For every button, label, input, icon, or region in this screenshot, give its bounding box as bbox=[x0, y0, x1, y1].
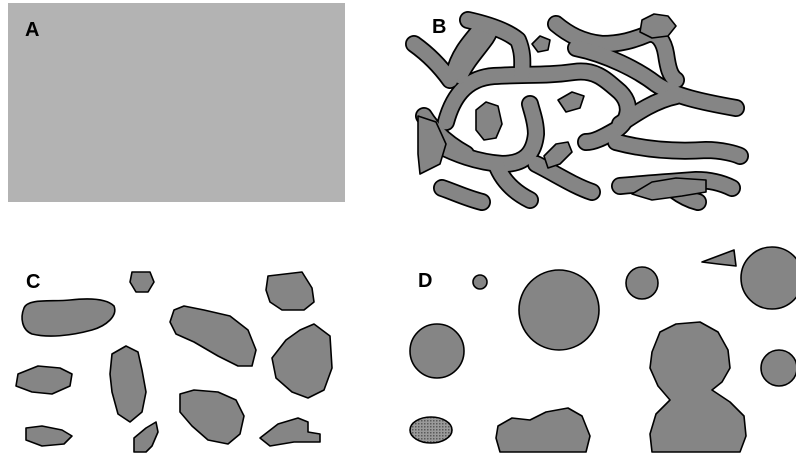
grain-b-2 bbox=[532, 36, 550, 52]
grain-c-1 bbox=[22, 299, 115, 336]
particle-d-6 bbox=[410, 324, 464, 378]
particle-d-textured bbox=[410, 417, 452, 443]
particle-d-9 bbox=[496, 408, 590, 452]
grain-b-3 bbox=[476, 102, 502, 140]
network-structure bbox=[406, 4, 746, 210]
grain-c-4 bbox=[170, 306, 256, 366]
grain-c-2 bbox=[130, 272, 154, 292]
particle-d-2 bbox=[519, 270, 599, 350]
particle-d-4 bbox=[702, 250, 736, 266]
panel-label-d: D bbox=[418, 271, 432, 291]
particle-d-7 bbox=[761, 350, 796, 386]
panel-label-a: A bbox=[25, 20, 39, 40]
grain-c-7 bbox=[16, 366, 72, 394]
network-fill bbox=[414, 20, 740, 202]
grain-b-1 bbox=[640, 14, 676, 38]
panel-label-c: C bbox=[26, 272, 40, 292]
particle-d-8 bbox=[650, 322, 746, 452]
grain-c-11 bbox=[260, 418, 320, 446]
grain-c-6 bbox=[110, 346, 146, 422]
grain-c-3 bbox=[266, 272, 314, 310]
panel-d: D bbox=[400, 240, 796, 455]
particle-d-1 bbox=[473, 275, 487, 289]
grain-c-10 bbox=[134, 422, 158, 452]
particle-d-3 bbox=[626, 267, 658, 299]
panel-c: C bbox=[8, 262, 348, 452]
grain-c-9 bbox=[26, 426, 72, 446]
grain-b-4 bbox=[558, 92, 584, 112]
panel-label-b: B bbox=[432, 17, 446, 37]
particle-d-5 bbox=[741, 247, 796, 309]
irregular-grains bbox=[8, 262, 348, 452]
grain-c-8 bbox=[180, 390, 244, 444]
panel-b: B bbox=[406, 4, 746, 210]
panel-a: A bbox=[8, 3, 345, 202]
grain-c-5 bbox=[272, 324, 332, 398]
grain-b-5 bbox=[544, 142, 572, 168]
rounded-particles bbox=[400, 240, 796, 455]
